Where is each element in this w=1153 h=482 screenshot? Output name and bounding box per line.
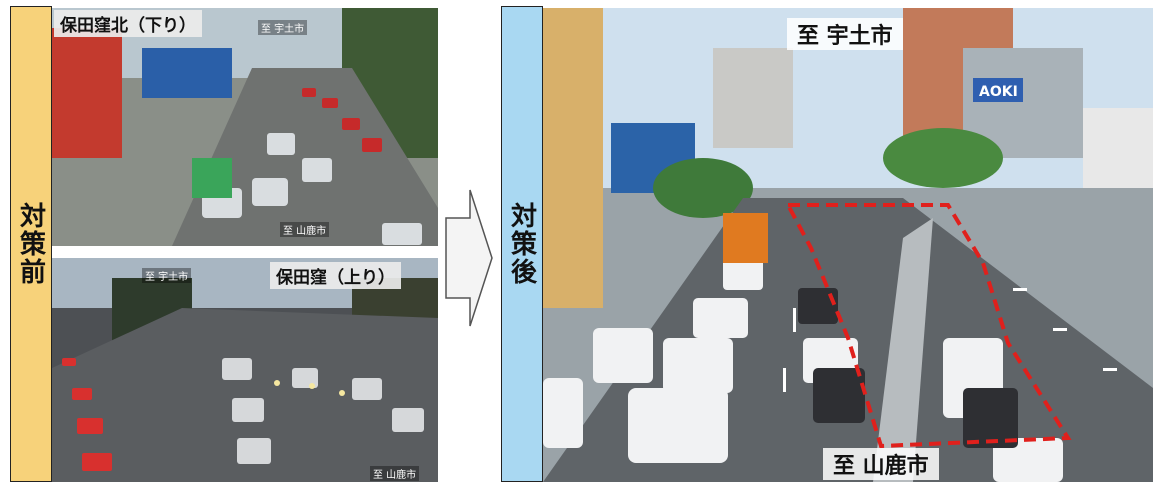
before-measure-label: 対策前 bbox=[10, 6, 52, 482]
direction-uto-top: 至 宇土市 bbox=[258, 20, 308, 35]
before-photo-bottom: 至 宇土市 保田窪（上り） 至 山鹿市 bbox=[52, 258, 438, 482]
right-arrow-icon bbox=[445, 189, 493, 327]
store-sign-text: AOKI bbox=[979, 84, 1018, 100]
location-label-bottom: 保田窪（上り） bbox=[270, 262, 401, 289]
after-measure-text: 対策後 bbox=[506, 202, 537, 286]
widened-lane-highlight bbox=[784, 203, 1072, 449]
traffic-jam-image-top bbox=[52, 8, 438, 246]
before-photo-top: 保田窪北（下り） 至 宇土市 至 山鹿市 bbox=[52, 8, 438, 246]
after-photo: AOKI bbox=[543, 8, 1153, 482]
after-measure-label: 対策後 bbox=[501, 6, 543, 482]
direction-yamaga-top: 至 山鹿市 bbox=[280, 222, 330, 237]
traffic-jam-image-bottom bbox=[52, 258, 438, 482]
improved-road-image: AOKI bbox=[543, 8, 1153, 482]
direction-yamaga-bottom: 至 山鹿市 bbox=[370, 466, 420, 481]
location-label-top: 保田窪北（下り） bbox=[54, 10, 202, 37]
direction-uto-bottom: 至 宇土市 bbox=[142, 268, 192, 283]
before-measure-text: 対策前 bbox=[15, 202, 46, 286]
direction-uto-after: 至 宇土市 bbox=[787, 18, 903, 50]
direction-yamaga-after: 至 山鹿市 bbox=[823, 448, 939, 480]
